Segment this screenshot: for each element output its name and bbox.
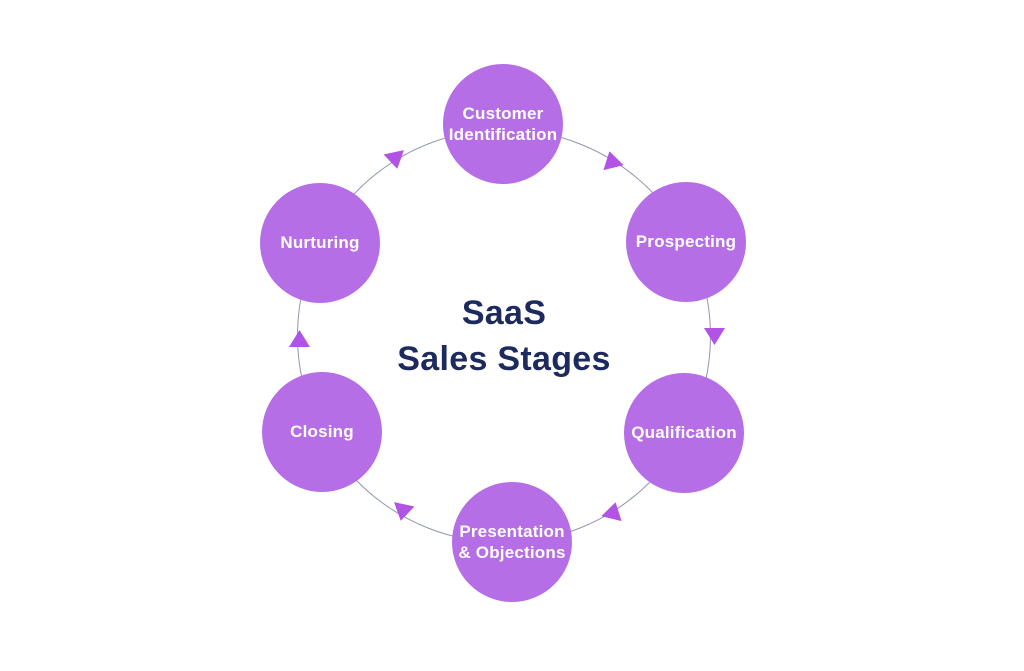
stage-label: Presentation & Objections [458,521,566,562]
stage-label: Prospecting [635,232,737,252]
stage-circle-customer-identification: Customer Identification [443,64,563,184]
stage-label: Closing [290,422,354,442]
diagram-title-line2: Sales Stages [397,340,611,378]
diagram-title-line1: SaaS [461,294,547,332]
stage-label: Customer Identification [448,103,558,144]
diagram-title: SaaS Sales Stages [0,290,1008,382]
stage-label: Nurturing [280,233,360,253]
stage-label: Qualification [631,423,737,443]
stage-circle-presentation-objections: Presentation & Objections [452,482,572,602]
stage-circle-closing: Closing [262,372,382,492]
stage-circle-qualification: Qualification [624,373,744,493]
stage-circle-prospecting: Prospecting [626,182,746,302]
stage-circle-nurturing: Nurturing [260,183,380,303]
